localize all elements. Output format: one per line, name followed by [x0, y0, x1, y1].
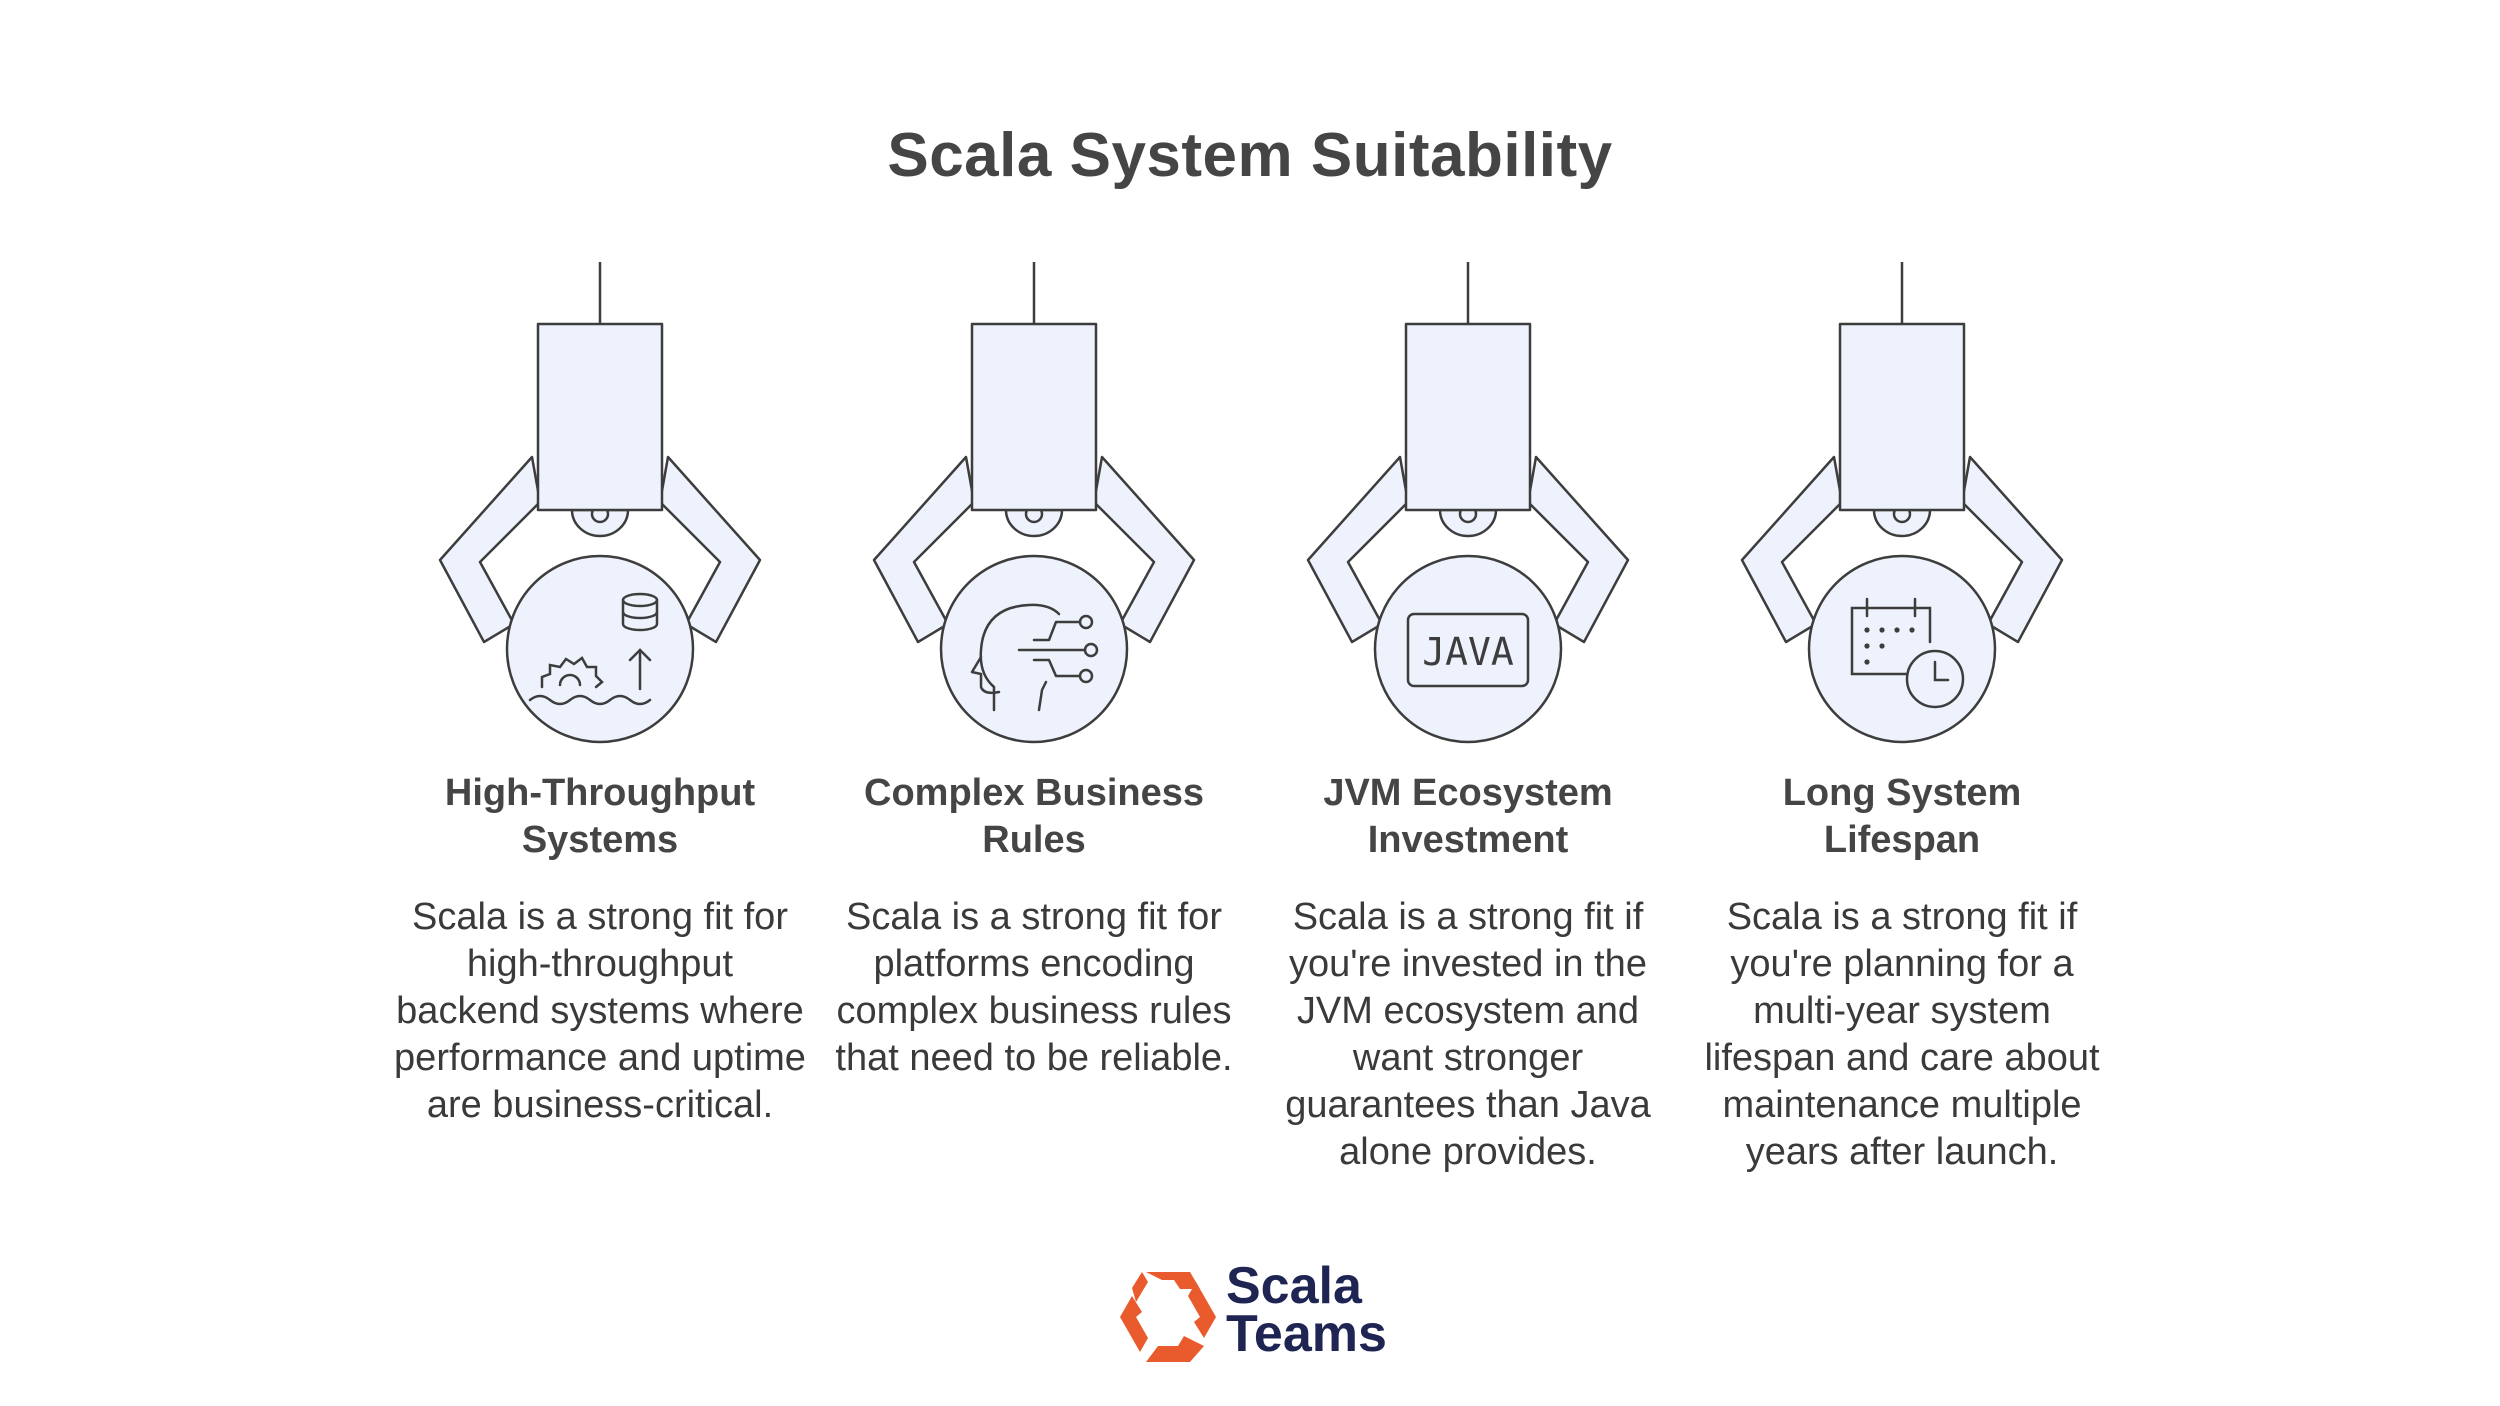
head-network-icon	[970, 603, 1099, 712]
calendar-clock-icon	[1850, 597, 1965, 709]
card-title: Complex Business Rules	[864, 772, 1204, 861]
database-gear-arrow-icon	[528, 592, 659, 706]
card-title: JVM Ecosystem Investment	[1323, 772, 1613, 861]
java-label: JAVA	[1422, 630, 1514, 674]
card-description: Scala is a strong fit for high-throughpu…	[394, 896, 806, 1126]
logo-hexagon-icon	[1120, 1272, 1216, 1362]
card-description: Scala is a strong fit if you're invested…	[1285, 896, 1651, 1173]
claw-illustration	[872, 262, 1196, 744]
logo-line-2: Teams	[1226, 1305, 1387, 1363]
card-description: Scala is a strong fit if you're planning…	[1704, 896, 2100, 1173]
card-title: High-Throughput Systems	[444, 772, 756, 861]
logo-wordmark: Scala Teams	[1226, 1257, 1387, 1363]
claw-illustration	[438, 262, 762, 744]
logo-line-1: Scala	[1226, 1257, 1362, 1315]
claw-illustration	[1740, 262, 2064, 744]
claw-illustration: JAVA	[1306, 262, 1630, 744]
scala-teams-logo: Scala Teams	[1118, 1257, 1418, 1372]
page-title: Scala System Suitability	[887, 121, 1613, 190]
java-badge-icon: JAVA	[1406, 612, 1530, 688]
card-title: Long System Lifespan	[1782, 772, 2022, 861]
card-description: Scala is a strong fit for platforms enco…	[835, 896, 1233, 1079]
